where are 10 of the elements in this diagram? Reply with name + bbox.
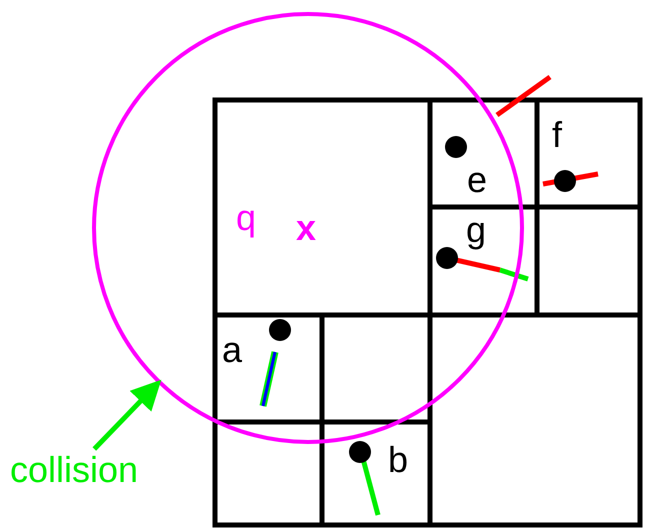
- arrow: [92, 380, 162, 451]
- point-label: f: [552, 117, 562, 153]
- point-label: g: [466, 212, 486, 248]
- center-mark: x: [296, 210, 316, 246]
- point-label: b: [388, 442, 408, 478]
- query-label: q: [236, 200, 256, 236]
- point-label: a: [222, 332, 242, 368]
- point-label: e: [467, 162, 488, 198]
- callout-text: collision: [10, 452, 138, 488]
- query-circle: [92, 12, 524, 444]
